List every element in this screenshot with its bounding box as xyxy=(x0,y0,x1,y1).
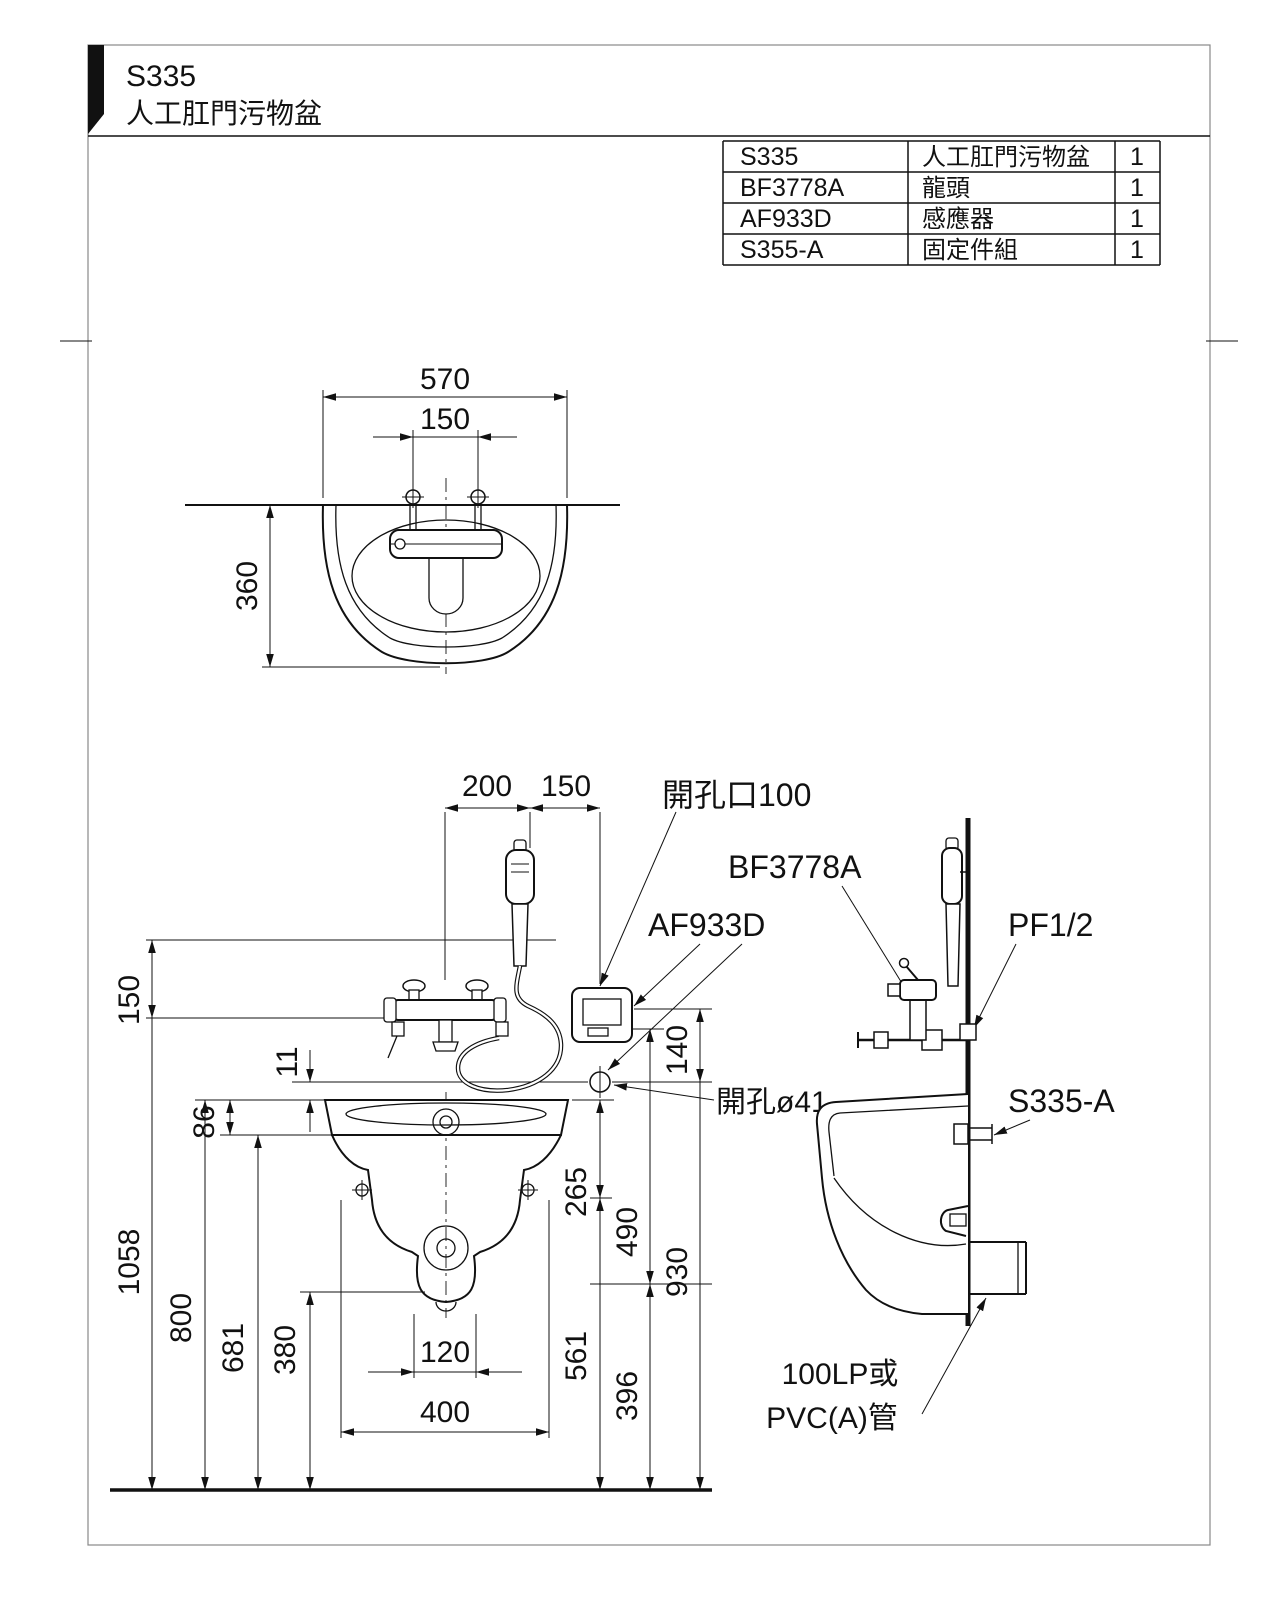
part-code: S355-A xyxy=(740,236,824,264)
round-hole-label: 開孔ø41 xyxy=(716,1086,828,1119)
parts-table-grid xyxy=(722,140,1161,266)
fixing-label: S335-A xyxy=(1008,1083,1115,1119)
basin-inner-rim xyxy=(335,504,557,648)
round-hole xyxy=(589,1066,611,1098)
dim-120-label: 120 xyxy=(420,1336,470,1369)
part-code: AF933D xyxy=(740,205,832,233)
faucet-side xyxy=(857,957,977,1051)
corner-mark xyxy=(88,45,104,134)
dim-140-label: 140 xyxy=(661,1025,694,1075)
sensor-box xyxy=(571,987,633,1043)
dim-265-label: 265 xyxy=(560,1167,593,1217)
faucet-label: BF3778A xyxy=(728,849,862,885)
basin-side xyxy=(815,1093,969,1315)
extension-lines xyxy=(146,812,712,1438)
part-name: 龍頭 xyxy=(922,175,970,202)
top-view: 570 150 360 xyxy=(185,363,620,674)
dim-86-label: 86 xyxy=(188,1105,221,1138)
square-hole-label: 開孔口100 xyxy=(662,777,811,813)
hand-shower-side xyxy=(941,837,968,987)
basin-outline xyxy=(321,504,569,665)
dim-150: 150 xyxy=(373,403,517,486)
callouts: 開孔口100 BF3778A AF933D PF1/2 開孔ø41 S335-A… xyxy=(599,777,1115,1435)
dim-150-label: 150 xyxy=(420,403,470,436)
side-view xyxy=(815,818,1027,1326)
valve-handle xyxy=(467,486,489,508)
dim-400-label: 400 xyxy=(420,1396,470,1429)
wall-inlet-fitting xyxy=(959,1023,977,1041)
faucet-front xyxy=(383,979,509,1059)
dim-380-label: 380 xyxy=(269,1325,302,1375)
model-number: S335 xyxy=(126,60,196,93)
spout-outline xyxy=(428,555,464,615)
pipe-label-line1: 100LP或 xyxy=(782,1358,899,1391)
part-qty: 1 xyxy=(1130,143,1144,171)
dim-570: 570 xyxy=(322,363,568,498)
dim-150-left-label: 150 xyxy=(113,975,146,1025)
basin-front xyxy=(323,1099,570,1312)
part-name: 人工肛門污物盆 xyxy=(922,144,1090,171)
table-row: BF3778A 龍頭 1 xyxy=(740,174,1144,202)
hand-shower xyxy=(455,839,564,1093)
front-view: 200 150 150 1058 800 681 380 86 11 xyxy=(110,770,1115,1492)
dim-200-label: 200 xyxy=(462,770,512,803)
part-qty: 1 xyxy=(1130,205,1144,233)
valve-handle xyxy=(402,486,424,508)
left-dimensions: 150 1058 800 681 380 86 11 xyxy=(113,940,314,1490)
dim-681-label: 681 xyxy=(217,1323,250,1373)
table-row: S355-A 固定件組 1 xyxy=(740,236,1144,264)
dim-150-top-label: 150 xyxy=(541,770,591,803)
product-name: 人工肛門污物盆 xyxy=(126,98,322,129)
dim-360: 360 xyxy=(231,505,440,668)
dim-360-label: 360 xyxy=(231,561,264,611)
inlet-label: PF1/2 xyxy=(1008,907,1093,943)
dim-200-150: 200 150 xyxy=(445,770,600,812)
part-code: BF3778A xyxy=(740,174,845,202)
table-row: S335 人工肛門污物盆 1 xyxy=(740,143,1144,171)
basin-bowl xyxy=(351,519,541,633)
drain-pipe xyxy=(968,1241,1027,1295)
dim-930-label: 930 xyxy=(661,1247,694,1297)
part-name: 感應器 xyxy=(922,206,994,233)
dim-570-label: 570 xyxy=(420,363,470,396)
dim-11-label: 11 xyxy=(271,1046,304,1077)
bottom-dimensions: 120 400 xyxy=(341,1336,549,1436)
dim-561-label: 561 xyxy=(560,1331,593,1381)
title-block: S335 人工肛門污物盆 xyxy=(126,60,322,129)
dim-396-label: 396 xyxy=(611,1371,644,1421)
dim-490-label: 490 xyxy=(611,1207,644,1257)
dim-1058-label: 1058 xyxy=(113,1229,146,1296)
parts-table: S335 人工肛門污物盆 1 BF3778A 龍頭 1 AF933D 感應器 1… xyxy=(722,140,1161,266)
part-name: 固定件組 xyxy=(922,237,1018,264)
part-qty: 1 xyxy=(1130,174,1144,202)
part-qty: 1 xyxy=(1130,236,1144,264)
dim-800-label: 800 xyxy=(165,1293,198,1343)
pipe-label-line2: PVC(A)管 xyxy=(766,1402,898,1435)
mounting-hole xyxy=(352,1180,372,1200)
table-row: AF933D 感應器 1 xyxy=(740,205,1144,233)
right-dimensions: 265 561 490 396 140 930 xyxy=(560,1009,704,1490)
mounting-hole xyxy=(518,1180,538,1200)
page-frame xyxy=(60,44,1238,1546)
part-code: S335 xyxy=(740,143,798,171)
sensor-label: AF933D xyxy=(648,907,765,943)
fixing-bracket xyxy=(940,1123,993,1237)
